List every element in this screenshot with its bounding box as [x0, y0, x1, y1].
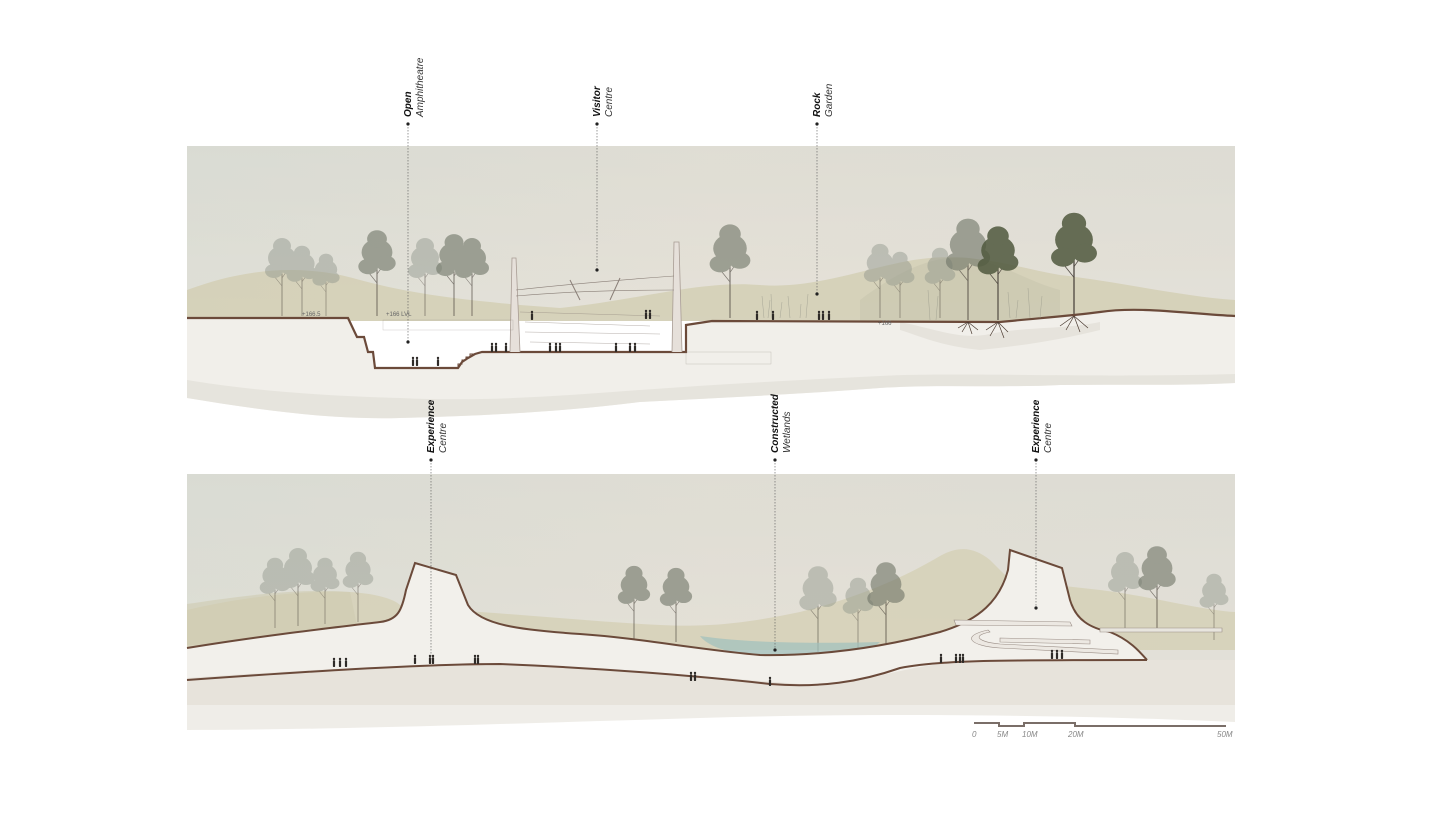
callout-dot [815, 292, 819, 296]
callout-light: Centre [1043, 423, 1054, 453]
callout-open-amphitheatre: Open Amphitheatre [403, 57, 426, 118]
callout-dot [429, 458, 433, 462]
callout-light: Amphitheatre [415, 57, 426, 118]
elevation-label: +166.5 [302, 312, 321, 318]
callout-bold: Visitor [592, 85, 603, 117]
callout-dot [595, 122, 599, 126]
upper-section: +166.5 +166 LVL +166 Open Amphitheatre V… [187, 57, 1236, 419]
callout-light: Centre [438, 423, 449, 453]
scale-bar: 0 5M 10M 20M 50M [972, 722, 1233, 739]
elevation-label: +166 LVL [386, 312, 412, 318]
callout-dot [1034, 606, 1038, 610]
callout-dot [406, 340, 410, 344]
tree-roots [957, 315, 1089, 339]
scale-label: 10M [1022, 730, 1038, 739]
scale-label: 20M [1067, 730, 1084, 739]
callout-bold: Rock [812, 92, 823, 117]
experience-centre-ramp [953, 619, 1223, 655]
callout-constructed-wetlands: Constructed Wetlands [770, 393, 793, 453]
callout-experience-centre-left: Experience Centre [426, 399, 449, 453]
callout-visitor-centre: Visitor Centre [592, 85, 615, 117]
callout-bold: Constructed [770, 393, 781, 453]
callout-bold: Open [403, 91, 414, 117]
lower-path-line [186, 659, 1148, 687]
callout-dot [773, 458, 777, 462]
callout-dot [595, 268, 599, 272]
callout-rock-garden: Rock Garden [812, 83, 835, 117]
scale-label: 0 [972, 730, 977, 739]
callout-light: Centre [604, 87, 615, 117]
callout-light: Garden [824, 83, 835, 117]
constructed-wetlands-water [700, 636, 880, 656]
callout-light: Wetlands [782, 411, 793, 453]
callout-bold: Experience [1031, 399, 1042, 453]
upper-grass [761, 287, 1043, 321]
elevation-label: +166 [878, 321, 892, 327]
callout-dot [815, 122, 819, 126]
callout-dot [773, 648, 777, 652]
scale-label: 5M [997, 730, 1008, 739]
scale-bar-line [974, 722, 1226, 727]
callout-dot [1034, 458, 1038, 462]
visitor-centre-structure [382, 241, 772, 365]
lower-section: Experience Centre Constructed Wetlands E… [186, 393, 1235, 730]
scale-label: 50M [1217, 730, 1233, 739]
callout-experience-centre-right: Experience Centre [1031, 399, 1054, 453]
callout-bold: Experience [426, 399, 437, 453]
callout-dot [406, 122, 410, 126]
lower-ground-line [186, 548, 1148, 661]
